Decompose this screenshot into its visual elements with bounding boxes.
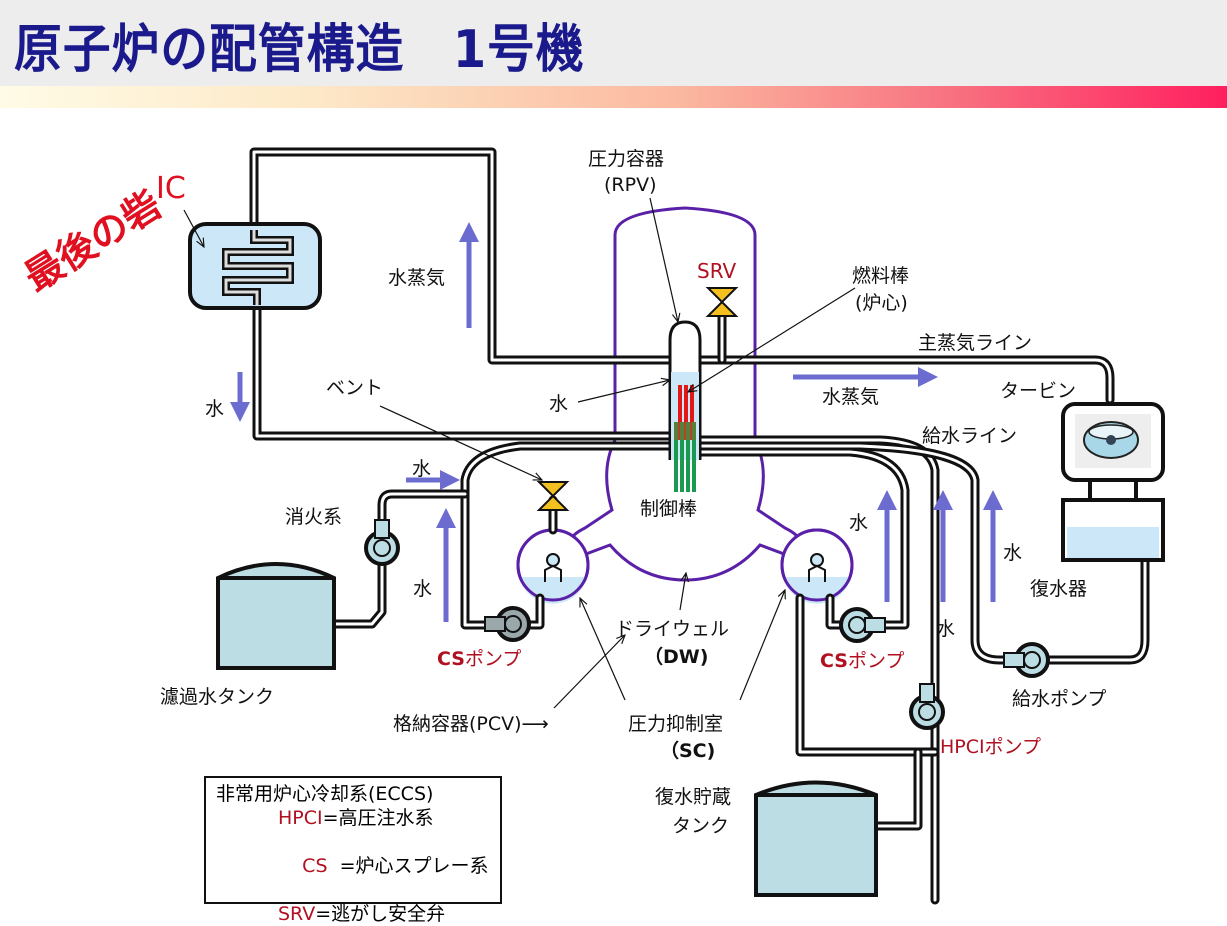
filtered-water-tank-label: 濾過水タンク [160, 686, 275, 708]
legend-item: HPCI=高圧注水系 [206, 806, 500, 830]
eccs-legend: 非常用炉心冷却系(ECCS) HPCI=高圧注水系 CS =炉心スプレー系 SR… [204, 776, 502, 925]
reactor-pressure-vessel [668, 320, 702, 492]
control-rod-label: 制御棒 [640, 498, 698, 520]
cs-right-pipe [695, 447, 910, 630]
vent-valve-icon [536, 481, 570, 511]
legend-item-desc: =炉心スプレー系 [339, 855, 489, 877]
sparger-left-icon [544, 553, 562, 582]
cs-pump-right-abbr: CS [820, 650, 848, 672]
feedwater-line-label: 給水ライン [922, 425, 1018, 447]
rpv-label-line1: 圧力容器 [588, 148, 665, 170]
water-ic-label: 水 [205, 398, 225, 420]
fire-system-pipe [331, 489, 470, 629]
ic-return-pipe [252, 295, 677, 441]
cs-left-pipe [460, 441, 677, 630]
fire-pump-icon [364, 519, 400, 566]
condensate-storage-tank [754, 780, 878, 897]
control-rods [674, 422, 696, 492]
cs-pump-left-label: CSポンプ [437, 648, 521, 670]
srv-label: SRV [697, 259, 737, 283]
hpci-pump-abbr: HPCI [940, 736, 985, 758]
legend-item: SRV=逃がし安全弁 [206, 902, 500, 926]
cs-pump-left-abbr: CS [437, 648, 465, 670]
cst-label-line2: タンク [672, 815, 730, 837]
condenser-label: 復水器 [1030, 578, 1088, 600]
header: 原子炉の配管構造 1号機 [0, 0, 1227, 86]
feed-pump-icon [1003, 642, 1050, 678]
water-hpci-label: 水 [936, 618, 956, 640]
page-title: 原子炉の配管構造 1号機 [14, 20, 585, 80]
main-steam-pipe [695, 355, 1115, 405]
legend-item-desc: =逃がし安全弁 [315, 903, 446, 925]
water-cs-left-label: 水 [413, 578, 433, 600]
cs-pump-left-icon [484, 606, 531, 642]
sparger-right-icon [808, 553, 826, 582]
legend-title: 非常用炉心冷却系(ECCS) [216, 783, 434, 805]
cst-label-line1: 復水貯蔵 [655, 786, 732, 808]
legend-item-abbr: CS [302, 855, 340, 877]
hpci-pump-label: HPCIポンプ [940, 736, 1041, 758]
steam-right-label: 水蒸気 [822, 386, 880, 408]
legend-item-desc: =高圧注水系 [322, 807, 434, 829]
filtered-water-tank [216, 562, 336, 670]
flow-arrows [230, 222, 1003, 622]
turbine-label: タービン [1000, 380, 1077, 402]
legend-item-abbr: HPCI [278, 807, 323, 829]
sc-label-line1: 圧力抑制室 [628, 713, 724, 735]
srv-valve-icon [705, 287, 739, 317]
cst-pipe [870, 747, 923, 831]
leader-lines [183, 197, 856, 709]
water-core-label: 水 [549, 393, 569, 415]
rpv-dome-outline [613, 206, 757, 440]
rpv-label-line2: (RPV) [604, 174, 657, 196]
sc-label-line2: （SC) [660, 740, 716, 762]
cs-pump-left-text: ポンプ [464, 648, 522, 670]
hpci-suction-pipe [795, 593, 940, 757]
cs-pump-right-label: CSポンプ [820, 650, 904, 672]
main-steam-line-label: 主蒸気ライン [918, 332, 1033, 354]
steam-up-label: 水蒸気 [388, 267, 446, 289]
feed-pump-label: 給水ポンプ [1012, 688, 1107, 710]
fire-system-label: 消火系 [285, 506, 343, 528]
feedwater-pump-loop [695, 441, 1150, 665]
header-gradient-band [0, 86, 1227, 108]
cs-pump-right-icon [839, 607, 886, 643]
drywell-label-line1: ドライウェル [615, 618, 730, 640]
water-fire-label: 水 [412, 458, 432, 480]
vent-label: ベント [326, 377, 384, 399]
hpci-pump-icon [909, 683, 945, 730]
fuel-rods [678, 385, 694, 440]
condenser [1061, 498, 1165, 562]
hpci-pump-text: ポンプ [984, 736, 1042, 758]
drywell-label-line2: （DW) [644, 646, 709, 668]
pipes [249, 147, 1150, 905]
turbine [1061, 402, 1165, 482]
water-feed-label: 水 [1003, 542, 1023, 564]
legend-item-abbr: SRV [278, 903, 316, 925]
cs-pump-right-text: ポンプ [847, 650, 905, 672]
isolation-condenser [188, 222, 322, 310]
legend-item: CS =炉心スプレー系 [206, 830, 500, 902]
ic-label: IC [156, 171, 186, 206]
pcv-label: 格納容器(PCV)⟶ [393, 713, 549, 735]
water-cs-right-label: 水 [849, 512, 869, 534]
fuel-rod-label-line1: 燃料棒 [852, 265, 910, 287]
ic-steam-pipe [249, 147, 675, 365]
piping-diagram [183, 147, 1165, 905]
fuel-rod-label-line2: (炉心) [855, 292, 908, 314]
